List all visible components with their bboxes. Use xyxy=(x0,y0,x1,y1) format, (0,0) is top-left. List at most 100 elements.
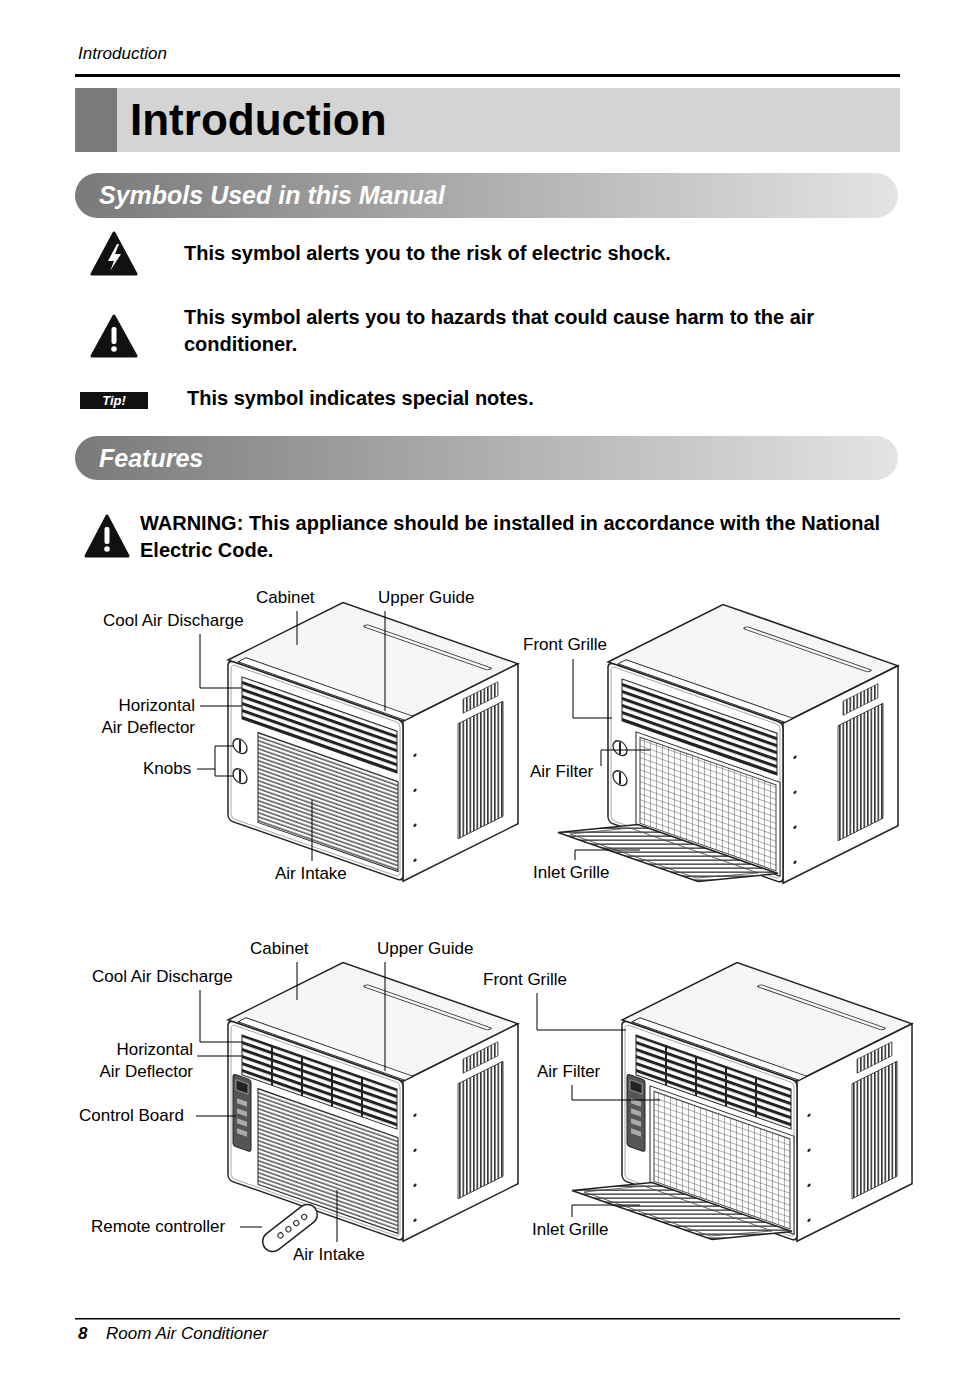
symbol-note: This symbol indicates special notes. xyxy=(187,387,534,410)
illustration-part xyxy=(111,346,117,352)
illustration-part xyxy=(92,233,136,274)
running-header: Introduction xyxy=(78,44,167,64)
illustration-part xyxy=(631,1118,641,1127)
illustration-part xyxy=(92,316,136,356)
illustration-part xyxy=(215,746,234,776)
part-label: Air Intake xyxy=(293,1245,365,1265)
illustration-part xyxy=(236,1080,248,1094)
illustration-part xyxy=(228,660,403,881)
illustration-part xyxy=(237,1098,247,1107)
part-label: Horizontal Air Deflector xyxy=(95,695,195,739)
title-bar xyxy=(75,88,900,152)
section-band: Features xyxy=(75,436,898,480)
illustration-part xyxy=(613,769,627,788)
illustration-part xyxy=(228,603,518,882)
illustration-part xyxy=(237,1128,247,1137)
illustration-part xyxy=(105,527,110,544)
illustration-part xyxy=(228,660,403,881)
illustration-part xyxy=(231,664,400,877)
illustration-part xyxy=(573,659,612,718)
symbol-note: This symbol alerts you to the risk of el… xyxy=(184,240,924,267)
part-label: Remote controller xyxy=(91,1217,225,1237)
illustration-part xyxy=(601,750,650,766)
part-label: Horizontal Air Deflector xyxy=(93,1039,193,1083)
illustration-part xyxy=(200,990,242,1042)
running-footer: Room Air Conditioner xyxy=(106,1324,268,1344)
section-heading: Features xyxy=(99,444,203,473)
illustration-part xyxy=(197,769,215,770)
illustration-part xyxy=(277,1232,284,1239)
illustration-part xyxy=(237,1108,247,1117)
illustration-part xyxy=(239,740,241,752)
illustration-part xyxy=(239,770,241,782)
illustration-part xyxy=(301,1213,308,1220)
section-band: Symbols Used in this Manual xyxy=(75,173,898,218)
illustration-part xyxy=(630,1080,642,1094)
part-label: Air Intake xyxy=(275,864,347,884)
part-label: Knobs xyxy=(143,759,191,779)
part-label: Air Filter xyxy=(530,762,593,782)
illustration-part xyxy=(297,962,298,1000)
illustration-part xyxy=(572,1205,640,1217)
illustration-part xyxy=(631,1128,641,1137)
illustration-part xyxy=(537,993,626,1030)
header-rule xyxy=(75,74,900,77)
illustration-part xyxy=(312,800,313,861)
illustration-part xyxy=(293,1219,300,1226)
warning-text: WARNING: This appliance should be instal… xyxy=(140,510,900,564)
illustration-part xyxy=(240,1227,262,1228)
illustration-part xyxy=(233,737,247,756)
ac-unit-knobs-open xyxy=(558,605,898,884)
illustration-part xyxy=(200,706,242,707)
illustration-part xyxy=(631,1098,641,1107)
footer-rule xyxy=(75,1318,900,1320)
warning-symbol xyxy=(86,516,128,556)
illustration-part xyxy=(86,516,128,556)
illustration-part xyxy=(285,1226,292,1233)
part-label: Cabinet xyxy=(250,939,309,959)
illustration-part xyxy=(584,1186,772,1236)
illustration-part xyxy=(112,327,117,344)
illustration-part xyxy=(619,742,621,754)
part-label: Cabinet xyxy=(256,588,315,608)
illustration-part xyxy=(197,1056,242,1057)
illustration-part xyxy=(237,1118,247,1127)
part-label: Cool Air Discharge xyxy=(103,611,244,631)
illustration-part xyxy=(631,1108,641,1117)
tip-badge: Tip! xyxy=(80,392,148,409)
illustration-part xyxy=(297,611,298,645)
title-bar-tab xyxy=(75,88,117,152)
illustration-part xyxy=(258,1089,398,1234)
part-label: Upper Guide xyxy=(378,588,474,608)
illustration-part xyxy=(233,1074,251,1152)
illustration-part xyxy=(258,733,398,872)
leader-lines xyxy=(196,611,660,1242)
part-label: Cool Air Discharge xyxy=(92,967,233,987)
illustration-part xyxy=(196,1116,236,1117)
part-label: Inlet Grille xyxy=(532,1220,609,1240)
illustration-part xyxy=(337,1190,338,1242)
part-label: Inlet Grille xyxy=(533,863,610,883)
illustration-part xyxy=(619,772,621,784)
illustration-part xyxy=(575,850,640,860)
tip-label: Tip! xyxy=(102,393,126,408)
illustration-part xyxy=(613,739,627,758)
symbol-note: This symbol alerts you to hazards that c… xyxy=(184,304,879,358)
part-label: Air Filter xyxy=(537,1062,600,1082)
section-heading: Symbols Used in this Manual xyxy=(99,181,445,210)
illustration-part xyxy=(572,1085,660,1100)
part-label: Upper Guide xyxy=(377,939,473,959)
caution-symbol xyxy=(92,316,136,356)
illustration-part xyxy=(231,1024,400,1237)
part-label: Control Board xyxy=(79,1106,184,1126)
page-number: 8 xyxy=(78,1324,87,1344)
illustration-part xyxy=(233,767,247,786)
page-title: Introduction xyxy=(130,95,387,146)
illustration-part xyxy=(104,546,110,552)
ac-unit-electronic xyxy=(228,963,518,1242)
part-label: Front Grille xyxy=(483,970,567,990)
ac-unit-knobs xyxy=(228,603,518,882)
shock-symbol xyxy=(92,233,136,274)
illustration-part xyxy=(385,962,386,1071)
